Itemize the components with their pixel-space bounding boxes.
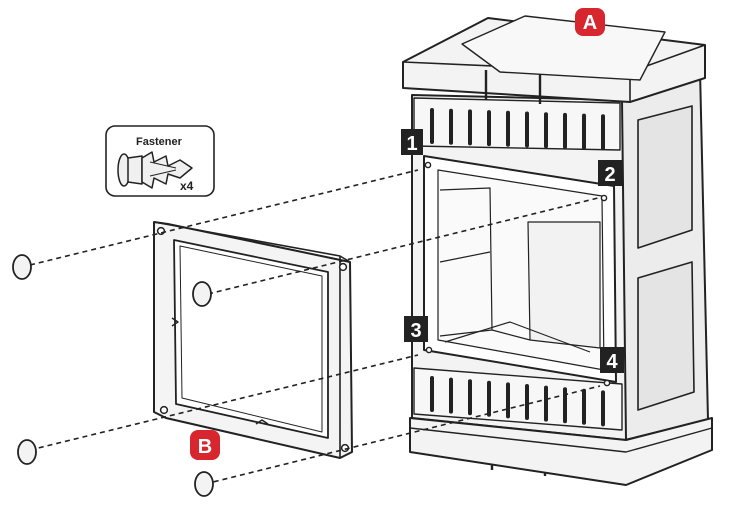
grille-slot — [525, 111, 529, 148]
grille-slot — [506, 110, 510, 147]
grille-slot — [468, 109, 472, 146]
step-badge-2: 2 — [598, 160, 622, 186]
grille-slot — [563, 387, 567, 424]
grille-slot — [601, 390, 605, 427]
step-badge-3: 3 — [404, 316, 428, 342]
part-b-badge: B — [190, 430, 220, 460]
grille-slot — [430, 108, 434, 144]
grille-slot — [487, 380, 491, 417]
fastener-label: Fastener — [136, 136, 183, 148]
step-label-1: 1 — [406, 133, 417, 155]
grille-slot — [582, 113, 586, 150]
step-badge-1: 1 — [401, 129, 423, 155]
storage-box — [402, 15, 713, 486]
alignment-guides — [29, 169, 601, 485]
grille-slots-top — [430, 108, 605, 151]
step-badge-4: 4 — [600, 347, 624, 373]
part-a-label: A — [583, 12, 597, 34]
grille-slot — [525, 384, 529, 420]
part-a-badge: A — [575, 8, 605, 36]
grille-slot — [563, 112, 567, 149]
grille-slot — [430, 376, 434, 412]
grille-slot — [468, 379, 472, 416]
grille-slot — [449, 108, 453, 145]
fastener-callout: Fastener x4 — [105, 125, 215, 197]
grille-slot — [544, 385, 548, 422]
step-label-3: 3 — [410, 320, 421, 342]
grille-slot — [506, 382, 510, 419]
step-label-4: 4 — [606, 351, 618, 373]
fastener-quantity: x4 — [180, 179, 194, 193]
grille-slot — [449, 377, 453, 414]
part-b-label: B — [198, 436, 212, 458]
grille-slot — [487, 110, 491, 147]
box-mounting-holes — [424, 161, 611, 387]
fastener-heads — [12, 254, 214, 497]
fastener-icon — [117, 151, 193, 189]
frame-panel — [153, 221, 353, 459]
step-label-2: 2 — [604, 164, 615, 186]
grille-slot — [582, 388, 586, 425]
grille-slots-bottom — [430, 376, 605, 427]
grille-slot — [601, 114, 605, 151]
grille-slot — [544, 112, 548, 149]
